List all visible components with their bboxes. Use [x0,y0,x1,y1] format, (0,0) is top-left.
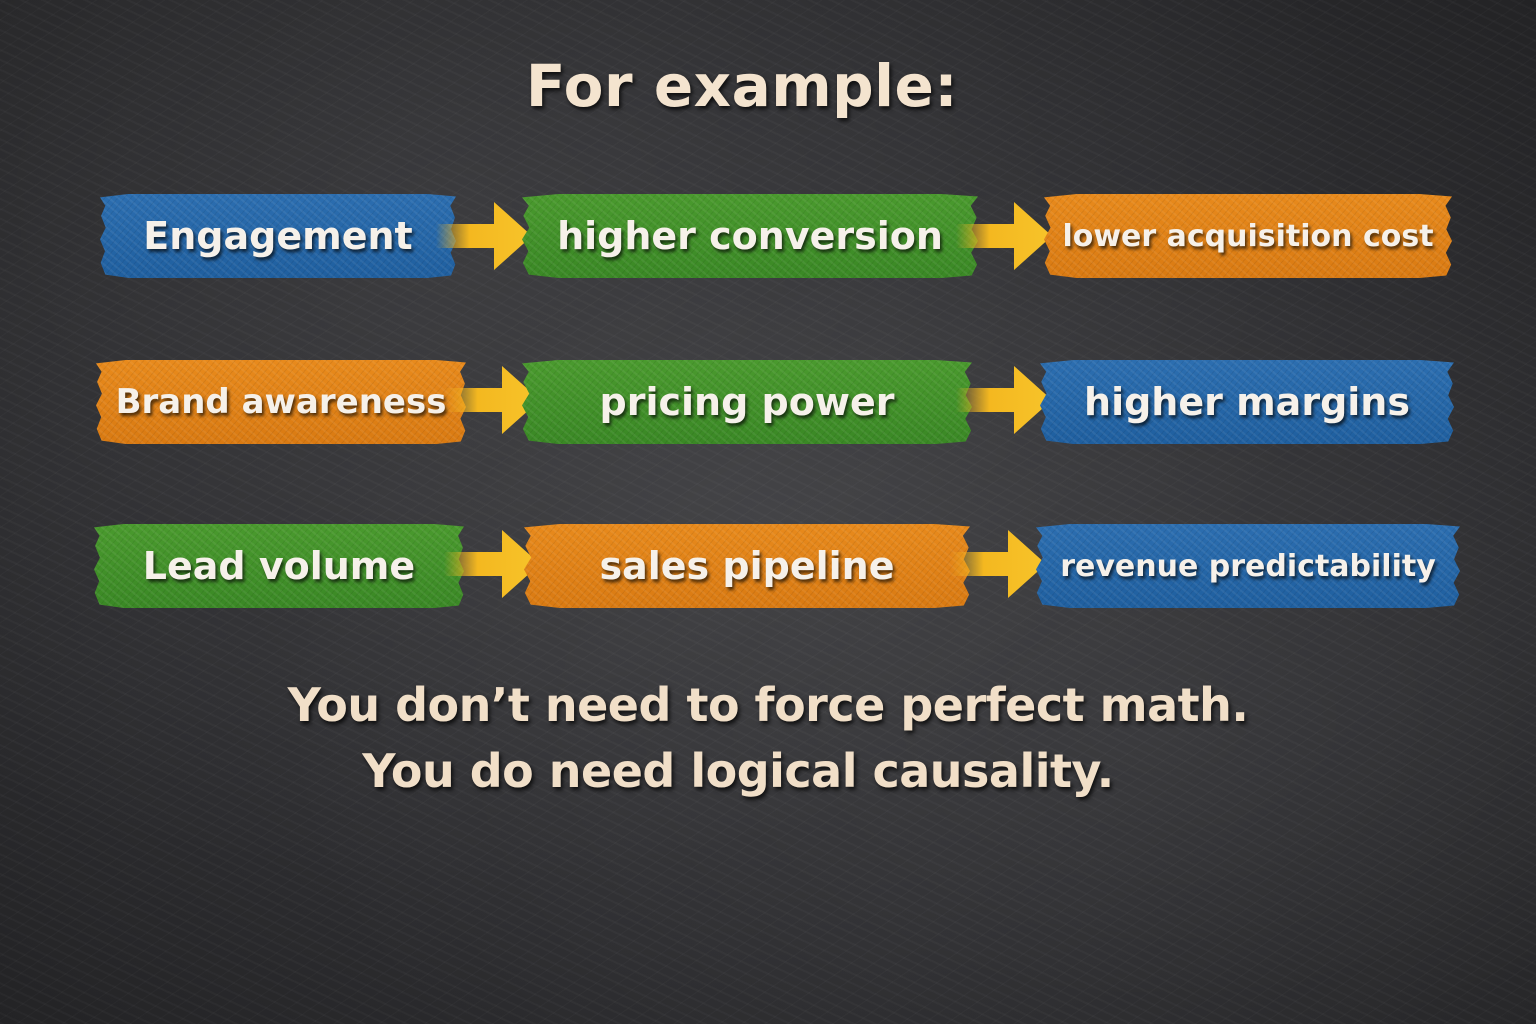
causal-chain-3: Lead volume sales pipeline revenue predi… [0,524,1536,614]
page-title: For example: [0,52,1536,120]
right-arrow-icon [436,198,536,274]
title-text: For example: [525,52,959,120]
footer-line-1: You don’t need to force perfect math. [287,678,1249,732]
chain-2-step-3: higher margins [1040,360,1454,444]
chain-1-step-1: Engagement [100,194,456,278]
causal-chain-2: Brand awareness pricing power higher mar… [0,360,1536,450]
chain-3-step-3: revenue predictability [1036,524,1460,608]
footer-line-2: You do need logical causality. [362,744,1114,798]
chain-1-step-2: higher conversion [522,194,978,278]
chain-3-step-1: Lead volume [94,524,464,608]
chain-3-step-2: sales pipeline [524,524,970,608]
right-arrow-icon [444,526,544,602]
chain-2-step-1: Brand awareness [96,360,466,444]
right-arrow-icon [956,362,1056,438]
right-arrow-icon [956,198,1056,274]
right-arrow-icon [950,526,1050,602]
right-arrow-icon [444,362,544,438]
causal-chain-1: Engagement higher conversion lower acqui… [0,194,1536,284]
chain-1-step-3: lower acquisition cost [1044,194,1452,278]
chain-2-step-2: pricing power [522,360,972,444]
